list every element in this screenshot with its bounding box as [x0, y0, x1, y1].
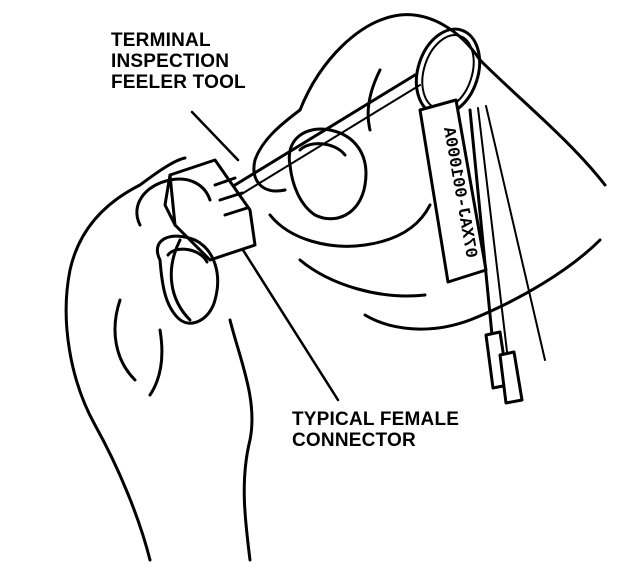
right-hand-bottom	[363, 238, 602, 331]
right-hand-outline	[478, 58, 607, 187]
connector-face	[163, 173, 177, 227]
label-line: TYPICAL FEMALE	[292, 409, 460, 430]
left-fold-1	[113, 298, 137, 382]
feeler-tool-probe-edge	[239, 84, 421, 196]
connector-slot-1	[213, 176, 237, 187]
right-middle-finger	[268, 203, 432, 248]
right-thumb	[287, 127, 368, 221]
left-fold-2	[148, 328, 164, 397]
probe-wire-1	[468, 108, 494, 337]
left-thumbnail	[166, 247, 209, 264]
terminal-inspection-feeler-tool-label: TERMINAL INSPECTION FEELER TOOL	[111, 30, 246, 93]
typical-female-connector-label: TYPICAL FEMALE CONNECTOR	[292, 409, 459, 451]
label-line: INSPECTION	[111, 51, 230, 72]
right-fold	[366, 68, 382, 132]
left-hand-inner	[228, 318, 254, 562]
connector-slot-2	[218, 191, 244, 202]
connector-wire	[169, 238, 192, 322]
left-thumb	[156, 234, 220, 325]
probe-plug-2	[498, 350, 524, 405]
right-ring-finger	[298, 258, 427, 298]
label-line: CONNECTOR	[292, 430, 416, 451]
left-hand-outline	[64, 156, 187, 562]
right-index-finger	[252, 108, 302, 193]
probe-wire-3	[485, 105, 546, 361]
probe-wire-2	[477, 107, 509, 361]
leader-line-connector	[241, 248, 340, 402]
label-line: FEELER TOOL	[111, 72, 246, 93]
leader-line-tool	[190, 110, 240, 162]
feeler-tool-probe	[233, 73, 417, 187]
label-line: TERMINAL	[111, 30, 211, 51]
connector-slot-3	[223, 206, 249, 217]
